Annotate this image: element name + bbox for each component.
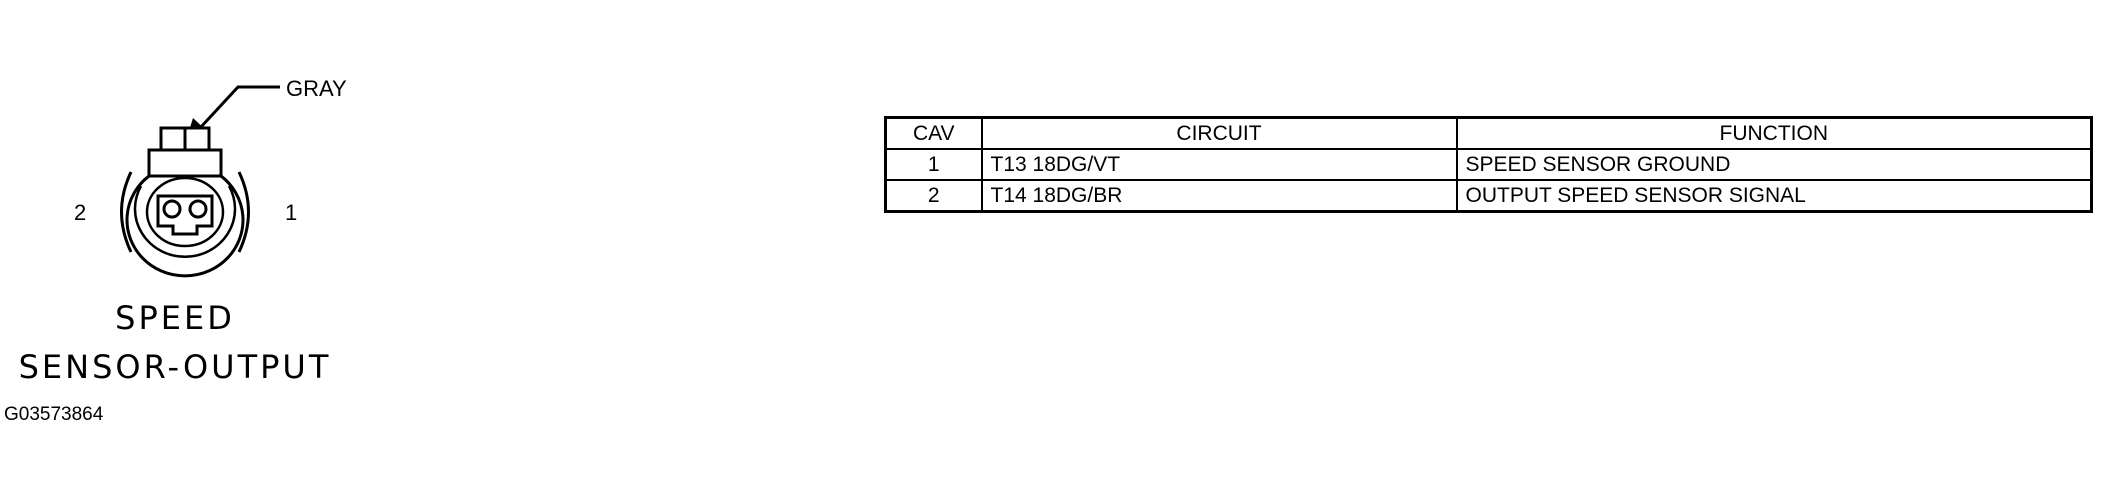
cell-function: SPEED SENSOR GROUND bbox=[1455, 148, 2093, 181]
pinout-table: CAV CIRCUIT FUNCTION 1 T13 18DG/VT SPEED… bbox=[884, 116, 2093, 213]
pin-right-label: 1 bbox=[285, 200, 297, 225]
table-row: 2 T14 18DG/BR OUTPUT SPEED SENSOR SIGNAL bbox=[884, 179, 2093, 213]
pin-left-label: 2 bbox=[74, 200, 86, 225]
connector-diagram: GRAY 2 1 bbox=[74, 76, 347, 278]
table-row: 1 T13 18DG/VT SPEED SENSOR GROUND bbox=[884, 148, 2093, 181]
cell-function: OUTPUT SPEED SENSOR SIGNAL bbox=[1455, 179, 2093, 213]
connector-lock-tab bbox=[147, 126, 223, 178]
cell-circuit: T14 18DG/BR bbox=[980, 179, 1458, 213]
cell-circuit: T13 18DG/VT bbox=[980, 148, 1458, 181]
header-function: FUNCTION bbox=[1455, 116, 2093, 150]
pin-2-terminal bbox=[162, 199, 182, 219]
header-cav: CAV bbox=[884, 116, 983, 150]
connector-caption-line2: SENSOR-OUTPUT bbox=[18, 348, 332, 386]
header-circuit: CIRCUIT bbox=[980, 116, 1458, 150]
cell-cav: 1 bbox=[884, 148, 983, 181]
figure-id: G03573864 bbox=[4, 404, 104, 425]
cell-cav: 2 bbox=[884, 179, 983, 213]
terminal-cavity bbox=[156, 194, 214, 236]
pin-1-terminal bbox=[188, 199, 208, 219]
color-label: GRAY bbox=[286, 76, 347, 101]
table-header-row: CAV CIRCUIT FUNCTION bbox=[884, 116, 2093, 150]
connector-caption-line1: SPEED bbox=[115, 299, 235, 337]
